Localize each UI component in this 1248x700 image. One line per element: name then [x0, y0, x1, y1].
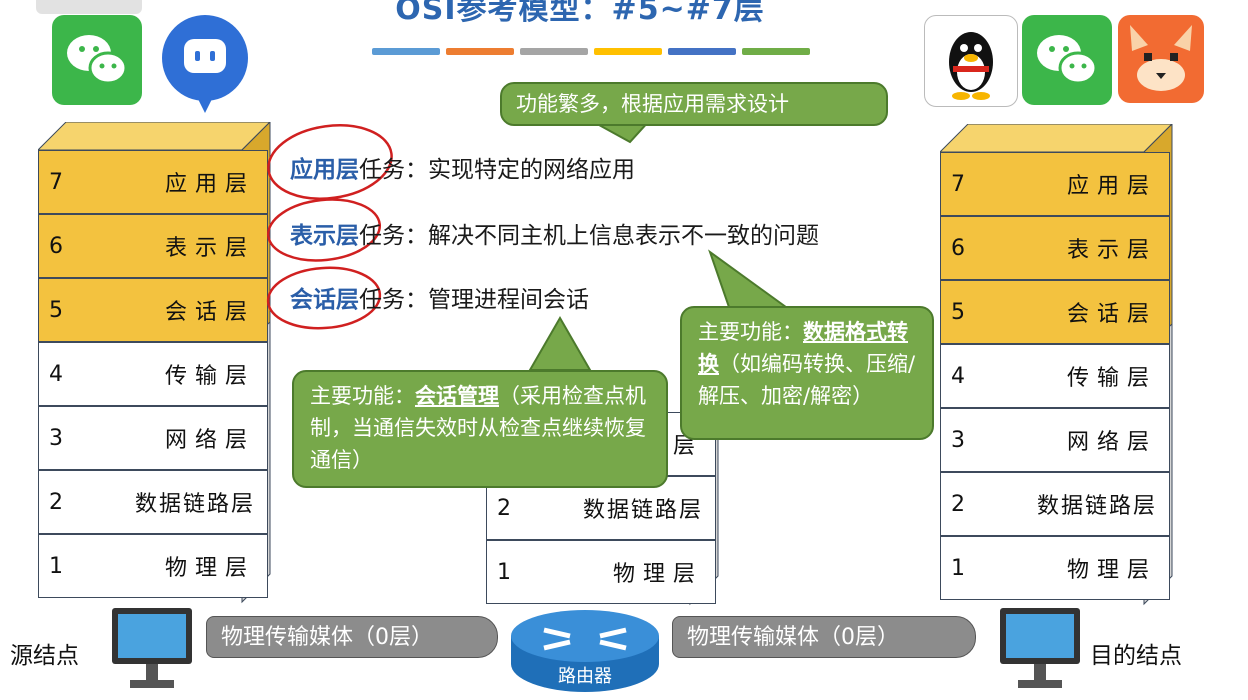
sess-layer-task: 会话层任务：管理进程间会话 — [290, 280, 589, 314]
right-layer-name: 数据链路层 — [1036, 494, 1157, 519]
left-layer-name: 网络层 — [164, 428, 255, 453]
callout-session-key: 会话管理 — [415, 384, 499, 408]
right-layer-number: 3 — [951, 427, 965, 453]
pres-layer-task: 表示层任务：解决不同主机上信息表示不一致的问题 — [290, 216, 819, 250]
pres-layer-label: 表示层 — [290, 223, 359, 249]
left-layer-number: 3 — [49, 425, 63, 451]
left-layer-number: 4 — [49, 361, 63, 387]
dest-node-label: 目的结点 — [1090, 643, 1182, 669]
title-bar-3 — [594, 48, 662, 55]
right-layer-number: 7 — [951, 171, 965, 197]
callout-pres-key: 数据格式转换 — [698, 320, 908, 376]
red-annotation-circles — [266, 124, 393, 330]
pres-layer-task-text: 任务：解决不同主机上信息表示不一致的问题 — [359, 223, 819, 249]
right-layer-number: 2 — [951, 491, 965, 517]
router-label: 路由器 — [558, 666, 612, 687]
left-layer-number: 2 — [49, 489, 63, 515]
middle-layer-1: 1 物理层 — [486, 540, 716, 604]
left-layer-2: 2 数据链路层 — [38, 470, 268, 534]
left-layer-number: 5 — [49, 297, 63, 323]
left-layer-4: 4 传输层 — [38, 342, 268, 406]
title-bar-2 — [520, 48, 588, 55]
right-layer-number: 5 — [951, 299, 965, 325]
right-layer-name: 网络层 — [1066, 430, 1157, 455]
callout-pres-prefix: 主要功能： — [698, 320, 803, 344]
right-layer-name: 应用层 — [1066, 174, 1157, 199]
left-layer-number: 6 — [49, 233, 63, 259]
right-layer-2: 2 数据链路层 — [940, 472, 1170, 536]
right-layer-name: 表示层 — [1066, 238, 1157, 263]
callout-session-rest: （采用检查点机制，当通信失效时从检查点继续恢复通信） — [310, 384, 646, 472]
router-icon: 路由器 — [511, 610, 659, 692]
middle-layer-name: 数据链路层 — [582, 498, 703, 523]
left-layer-name: 表示层 — [164, 236, 255, 261]
middle-layer-name: 物理层 — [612, 562, 703, 587]
right-layer-number: 4 — [951, 363, 965, 389]
source-node-label: 源结点 — [10, 643, 79, 669]
title-bar-5 — [742, 48, 810, 55]
left-layer-7: 7 应用层 — [38, 150, 268, 214]
page-title: OSI参考模型：#5~#7层 — [395, 0, 765, 27]
callout-session-prefix: 主要功能： — [310, 384, 415, 408]
title-bar-4 — [668, 48, 736, 55]
left-layer-number: 1 — [49, 553, 63, 579]
middle-layer-number: 2 — [497, 495, 511, 521]
right-layer-6: 6 表示层 — [940, 216, 1170, 280]
left-layer-name: 会话层 — [164, 300, 255, 325]
sess-layer-label: 会话层 — [290, 287, 359, 313]
source-computer-icon — [112, 608, 192, 688]
right-layer-name: 传输层 — [1066, 366, 1157, 391]
right-layer-1: 1 物理层 — [940, 536, 1170, 600]
left-layer-number: 7 — [49, 169, 63, 195]
callout-top: 功能繁多，根据应用需求设计 — [500, 82, 888, 126]
right-layer-4: 4 传输层 — [940, 344, 1170, 408]
left-layer-name: 传输层 — [164, 364, 255, 389]
right-layer-name: 会话层 — [1066, 302, 1157, 327]
qq-penguin-icon — [924, 15, 1018, 107]
right-layer-3: 3 网络层 — [940, 408, 1170, 472]
title-bar-1 — [446, 48, 514, 55]
title-bar-0 — [372, 48, 440, 55]
callout-session: 主要功能：会话管理（采用检查点机制，当通信失效时从检查点继续恢复通信） — [292, 370, 668, 488]
sess-layer-task-text: 任务：管理进程间会话 — [359, 287, 589, 313]
app-layer-label: 应用层 — [290, 157, 359, 183]
callout-presentation: 主要功能：数据格式转换（如编码转换、压缩/解压、加密/解密） — [680, 306, 934, 440]
right-layer-7: 7 应用层 — [940, 152, 1170, 216]
wechat-icon-right — [1022, 15, 1112, 105]
left-layer-3: 3 网络层 — [38, 406, 268, 470]
left-layer-name: 应用层 — [164, 172, 255, 197]
media-right: 物理传输媒体（0层） — [672, 616, 976, 658]
messenger-icon — [162, 15, 248, 113]
left-layer-5: 5 会话层 — [38, 278, 268, 342]
left-layer-1: 1 物理层 — [38, 534, 268, 598]
right-layer-number: 1 — [951, 555, 965, 581]
left-layer-name: 物理层 — [164, 556, 255, 581]
fox-app-icon — [1118, 15, 1204, 103]
wechat-icon — [52, 15, 142, 105]
right-layer-number: 6 — [951, 235, 965, 261]
left-layer-name: 数据链路层 — [134, 492, 255, 517]
right-layer-name: 物理层 — [1066, 558, 1157, 583]
left-layer-6: 6 表示层 — [38, 214, 268, 278]
bilibili-logo-icon — [36, 0, 142, 14]
right-layer-5: 5 会话层 — [940, 280, 1170, 344]
middle-layer-number: 1 — [497, 559, 511, 585]
app-layer-task: 应用层任务：实现特定的网络应用 — [290, 150, 635, 184]
title-color-bars — [372, 48, 810, 55]
media-left: 物理传输媒体（0层） — [206, 616, 498, 658]
app-layer-task-text: 任务：实现特定的网络应用 — [359, 157, 635, 183]
callout-pres-rest: （如编码转换、压缩/解压、加密/解密） — [698, 352, 916, 408]
dest-computer-icon — [1000, 608, 1080, 688]
